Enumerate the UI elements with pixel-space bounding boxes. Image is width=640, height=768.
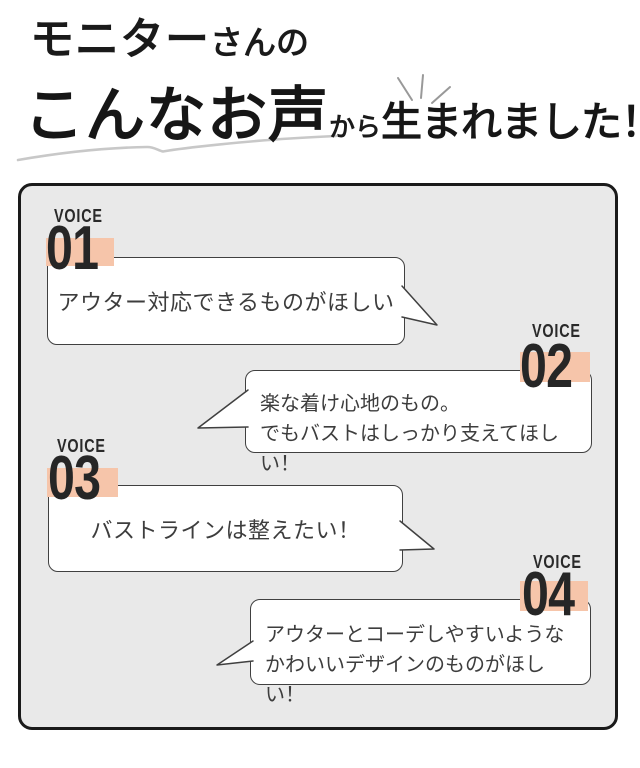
voices-panel: アウター対応できるものがほしい 楽な着け心地のもの。 でもバストはしっかり支えて… xyxy=(18,183,618,730)
voice-4-number-highlight xyxy=(520,581,588,611)
bubble-2-text-line1: 楽な着け心地のもの。 xyxy=(260,393,460,415)
voice-1-label: VOICE xyxy=(54,206,103,226)
voice-group-3: VOICE 03 xyxy=(47,437,137,519)
voice-group-4: VOICE 04 xyxy=(520,553,610,635)
headline-line2-large-text: こんなお声 xyxy=(24,82,329,149)
headline-line1-large-text: モニター xyxy=(30,15,210,64)
voice-3-number-highlight xyxy=(47,468,118,497)
headline-line2-medium-text: 生まれました！ xyxy=(381,99,640,145)
headline-line1: モニターさんの xyxy=(30,18,309,62)
bubble-2-tail xyxy=(197,389,249,429)
voice-group-2: VOICE 02 xyxy=(520,322,610,404)
bubble-1-text: アウター対応できるものがほしい xyxy=(57,290,395,315)
voice-2-label: VOICE xyxy=(532,321,581,341)
bubble-4-text-line2: かわいいデザインのものがほしい！ xyxy=(265,654,545,706)
voice-3-label: VOICE xyxy=(57,436,106,456)
headline-line1-small-text: さんの xyxy=(210,24,309,61)
headline-line2: こんなお声から生まれました！ xyxy=(24,86,640,146)
voice-1-number: 01 xyxy=(46,214,99,283)
voice-2-number-highlight xyxy=(520,352,590,382)
bubble-4-text-line1: アウターとコーデしやすいような xyxy=(265,624,565,646)
bubble-tails-layer xyxy=(197,285,438,666)
voice-3-number: 03 xyxy=(48,444,101,513)
bubble-1-tail xyxy=(401,285,438,326)
headline-line2-small-text: から xyxy=(329,112,382,142)
voice-group-1: VOICE 01 xyxy=(46,207,136,289)
speech-bubble-4: アウターとコーデしやすいような かわいいデザインのものがほしい！ xyxy=(250,599,591,706)
voice-4-label: VOICE xyxy=(533,552,582,572)
bubble-3-text: バストラインは整えたい！ xyxy=(90,517,361,543)
voice-2-number: 02 xyxy=(520,332,573,401)
voice-4-number: 04 xyxy=(522,560,575,629)
speech-bubble-1: アウター対応できるものがほしい xyxy=(47,257,405,345)
bubble-3-tail xyxy=(399,520,435,551)
voice-1-number-highlight xyxy=(46,238,114,266)
bubble-2-text-line2: でもバストはしっかり支えてほしい！ xyxy=(260,423,559,475)
speech-bubble-3: バストラインは整えたい！ xyxy=(48,485,403,572)
bubble-4-tail xyxy=(216,640,254,666)
speech-bubble-2: 楽な着け心地のもの。 でもバストはしっかり支えてほしい！ xyxy=(245,370,592,475)
